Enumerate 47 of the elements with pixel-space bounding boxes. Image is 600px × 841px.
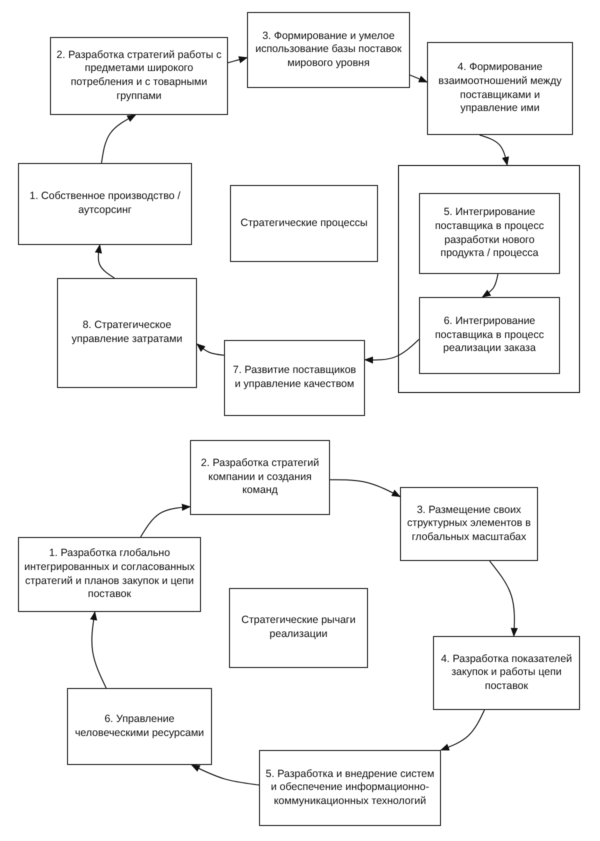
box-text: Стратегические рычаги реализации — [240, 614, 357, 642]
box-text: 3. Размещение своих структурных элементов в глобальных масштабах — [406, 504, 532, 544]
box-text: 2. Разработка стратегий компании и создания команд — [200, 457, 320, 498]
process-box — [419, 193, 560, 274]
center-box — [230, 185, 378, 262]
arrow — [330, 479, 401, 498]
process-box — [247, 12, 410, 88]
arrow — [190, 764, 260, 786]
process-box — [57, 278, 197, 388]
process-box — [259, 750, 441, 826]
arrow — [489, 560, 518, 637]
box-text: 8. Стратегическое управление затратами — [70, 319, 184, 347]
box-text: 6. Интегрирование поставщика в процесс реализации заказа — [434, 315, 546, 356]
box-text: Стратегические процессы — [240, 216, 368, 230]
arrow — [479, 134, 509, 166]
arrow — [410, 74, 428, 82]
process-box — [433, 636, 580, 710]
arrow — [440, 710, 485, 751]
arrow — [196, 343, 224, 356]
process-box — [18, 537, 201, 612]
process-box — [419, 297, 560, 374]
box-text: 4. Формирование взаимоотношений между поставщиками и управление ими — [437, 61, 563, 116]
arrow — [364, 338, 420, 364]
arrow — [101, 114, 136, 164]
arrow — [482, 274, 498, 298]
box-text: 4. Разработка показателей закупок и работы цепи поставок — [440, 652, 574, 694]
arrow — [94, 244, 115, 278]
box-text: 5. Разработка и внедрение систем и обеспечение информационно-коммуникационных технологий — [264, 768, 436, 808]
arrow — [228, 56, 248, 64]
process-box — [224, 340, 365, 416]
box-text: 3. Формирование и умелое использование базы поставок мирового уровня — [254, 30, 403, 70]
process-box — [67, 688, 212, 765]
process-box — [50, 37, 228, 115]
box-text: 5. Интегрирование поставщика в процесс разработки нового продукта / процесса — [434, 206, 546, 261]
process-box — [400, 487, 538, 561]
arrow — [90, 611, 107, 688]
box-text: 2. Разработка стратегий работы с предметами широкого потребления и с товарными группами — [56, 48, 222, 104]
group-frame — [398, 165, 580, 393]
center-box — [229, 588, 368, 668]
box-text: 7. Развитие поставщиков и управление качеством — [232, 364, 358, 392]
box-text: 1. Собственное производство / аутсорсинг — [28, 190, 182, 218]
process-box — [18, 163, 192, 245]
arrow — [140, 504, 191, 538]
process-box — [190, 440, 330, 515]
process-box — [427, 42, 573, 135]
box-text: 1. Разработка глобально интегрированных и согласованных стратегий и планов закупок и цепи поставок — [23, 547, 196, 602]
box-text: 6. Управление человеческими ресурсами — [74, 712, 206, 740]
